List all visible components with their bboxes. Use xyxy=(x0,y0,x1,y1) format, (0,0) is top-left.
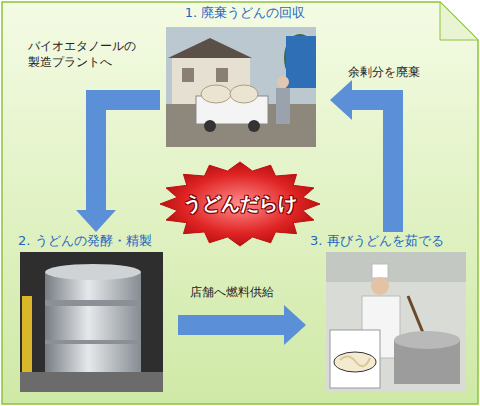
collection-photo xyxy=(166,27,316,147)
edge-label: 余剰分を廃棄 xyxy=(348,64,448,80)
photo-background xyxy=(20,252,163,392)
arrow-shaft xyxy=(178,315,284,335)
photo-bag xyxy=(230,85,258,103)
arrow-head xyxy=(76,210,116,232)
process-step: 2. うどんの発酵・精製 xyxy=(14,232,178,394)
photo-bowl xyxy=(334,352,376,372)
photo-window xyxy=(216,68,228,82)
photo-flange xyxy=(45,300,141,306)
arrow-head xyxy=(284,305,306,345)
photo-bag xyxy=(201,85,231,103)
photo-worker-head xyxy=(277,76,289,88)
photo-chef-hat xyxy=(372,264,388,278)
fermenter-photo xyxy=(20,252,163,392)
arrow-shaft xyxy=(96,100,160,210)
photo-wheel xyxy=(204,120,216,132)
starburst: うどんだらけ xyxy=(158,160,322,248)
step-heading: 2. うどんの発酵・精製 xyxy=(14,232,178,251)
photo-floor xyxy=(20,372,163,392)
photo-chef-head xyxy=(371,277,389,295)
arrow-shaft xyxy=(352,100,393,232)
edge-label: バイオエタノールの 製造プラントへ xyxy=(28,38,150,70)
photo-flange xyxy=(45,340,141,344)
flow-arrow xyxy=(76,100,160,232)
photo-tank xyxy=(45,272,141,372)
photo-sky xyxy=(166,27,316,147)
photo-pot-rim xyxy=(394,331,460,349)
edge-label: 店舗へ燃料供給 xyxy=(190,284,300,300)
photo-inset xyxy=(330,330,380,388)
photo-worker xyxy=(276,88,290,124)
photo-wheel xyxy=(248,120,260,132)
photo-roof xyxy=(168,38,252,58)
starburst-outline xyxy=(160,162,320,246)
process-step: 1. 廃棄うどんの回収 xyxy=(160,4,330,150)
photo-noodles xyxy=(340,356,370,366)
flow-arrow xyxy=(178,305,306,345)
photo-window xyxy=(182,68,194,82)
kitchen-photo xyxy=(326,252,466,392)
step-heading: 1. 廃棄うどんの回収 xyxy=(160,4,330,23)
process-step: 3. 再びうどんを茹でる xyxy=(306,232,480,394)
arrow-head xyxy=(330,80,352,120)
starburst-text: うどんだらけ xyxy=(183,191,297,217)
photo-wall xyxy=(326,252,466,282)
folded-corner xyxy=(440,2,478,40)
photo-tarp xyxy=(286,36,316,88)
flow-arrow xyxy=(330,80,393,232)
photo-background xyxy=(326,252,466,392)
photo-tank-top xyxy=(45,264,141,280)
step-heading: 3. 再びうどんを茹でる xyxy=(306,232,480,251)
photo-pipe xyxy=(22,296,32,372)
